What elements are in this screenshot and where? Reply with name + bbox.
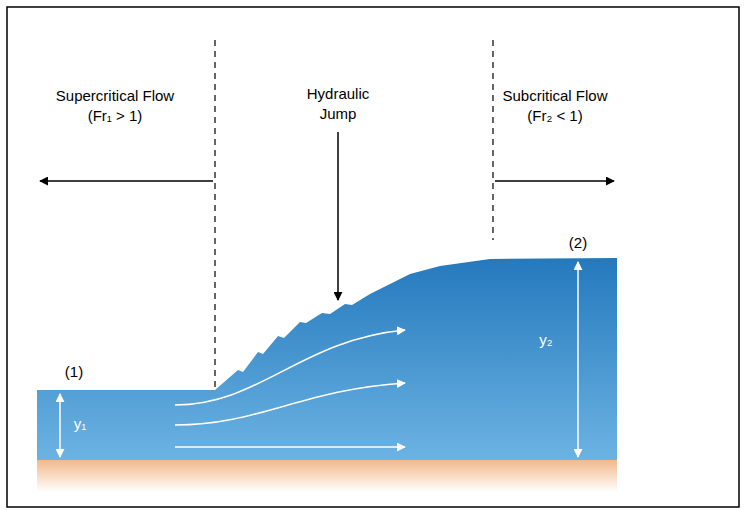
section-number: (1) xyxy=(65,362,83,382)
section-number: (2) xyxy=(569,233,587,253)
depth-label: y₁ xyxy=(74,414,87,434)
streamline xyxy=(175,383,405,425)
direction-arrow xyxy=(40,180,213,182)
pointer-arrow xyxy=(337,132,339,300)
depth-arrow xyxy=(577,262,579,457)
streamline xyxy=(175,446,405,448)
water-body xyxy=(37,258,617,460)
feature-label: Hydraulic Jump xyxy=(296,84,380,125)
section-line xyxy=(214,40,215,388)
region-label: Subcritical Flow (Fr₂ < 1) xyxy=(491,86,619,127)
region-label: Supercritical Flow (Fr₁ > 1) xyxy=(51,86,179,127)
streamline xyxy=(175,330,405,405)
frame xyxy=(7,7,739,507)
depth-label: y₂ xyxy=(539,330,552,350)
direction-arrow xyxy=(495,180,614,182)
channel-bed xyxy=(37,460,617,492)
depth-arrow xyxy=(59,394,61,457)
section-line xyxy=(492,40,493,240)
